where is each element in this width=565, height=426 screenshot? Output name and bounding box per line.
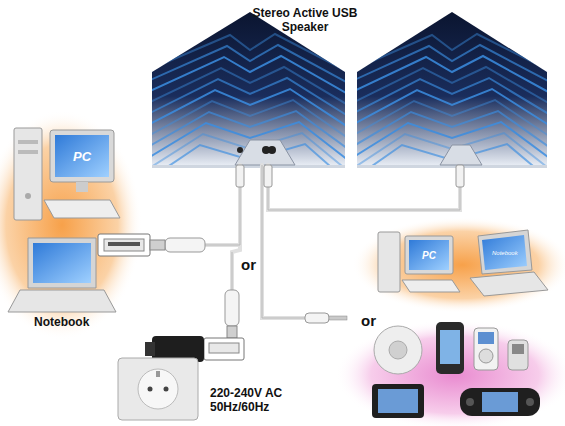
circuit-line xyxy=(352,78,552,116)
circuit-line xyxy=(352,111,552,149)
device-label: Notebook xyxy=(34,315,89,329)
circuit-line xyxy=(148,133,348,171)
circuit-line xyxy=(352,100,552,138)
screen-label: Notebook xyxy=(492,250,518,256)
power-label: 220-240V AC 50Hz/60Hz xyxy=(210,386,296,414)
screen-label: PC xyxy=(422,250,436,261)
circuit-line xyxy=(148,89,348,127)
circuit-line xyxy=(352,89,552,127)
or-label: or xyxy=(361,312,376,329)
circuit-line xyxy=(148,100,348,138)
title-label: Stereo Active USB Speaker xyxy=(250,6,360,34)
screen-label: PC xyxy=(73,149,91,164)
or-label: or xyxy=(241,256,256,273)
circuit-line xyxy=(352,144,552,182)
circuit-line xyxy=(352,133,552,171)
